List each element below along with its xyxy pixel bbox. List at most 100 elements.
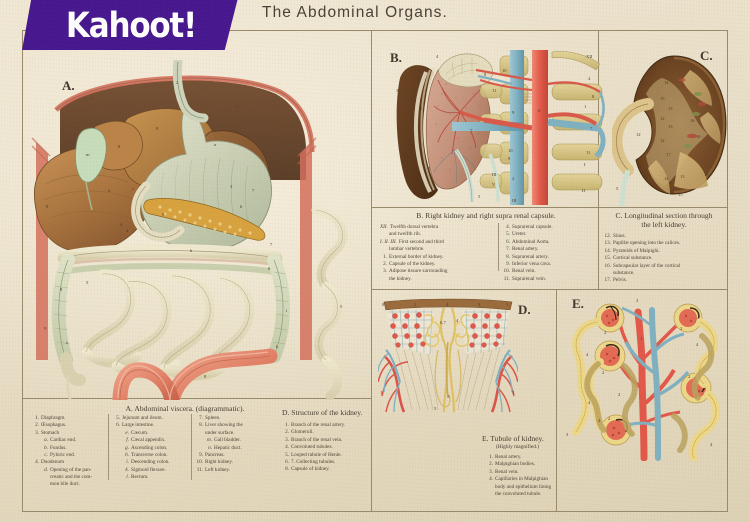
svg-text:6: 6 (538, 108, 541, 113)
legend-item: 5.Looped tubule of Henle. (282, 452, 345, 459)
svg-text:2: 2 (604, 330, 607, 335)
svg-text:II: II (582, 188, 586, 193)
svg-text:7: 7 (590, 126, 593, 131)
legend-item: 12.Sinus. (604, 233, 680, 240)
legend-item: 1.Branch of the renal artery. (282, 422, 345, 429)
svg-text:1: 1 (236, 104, 239, 109)
legend-item-label: Renal artery. (495, 454, 522, 460)
svg-text:17: 17 (666, 152, 671, 157)
svg-text:m: m (86, 152, 90, 157)
legend-item-number: 9. (199, 451, 203, 458)
legend-item: e.Cæcum. (113, 430, 170, 437)
legend-item-label: mon bile duct. (50, 481, 80, 488)
legend-item-number: 8. (199, 422, 203, 429)
legend-item-label: Ascending colon. (131, 444, 168, 451)
legend-item-label: Looped tubule of Henle. (291, 451, 342, 458)
legend-item-label: Suprarenal vein. (512, 275, 546, 282)
legend-item: f.Cæcal appendix. (113, 437, 170, 444)
legend-item-number: c. (44, 451, 48, 458)
legend-item-label: Convoluted tubules. (291, 444, 333, 451)
legend-item: 16.Subcapsular layer of the cortical (604, 262, 681, 270)
svg-text:16: 16 (690, 118, 695, 123)
svg-text:1: 1 (640, 336, 643, 341)
legend-item: 11.Suprarenal vein. (503, 276, 553, 283)
caption-d: D. Structure of the kidney. (282, 408, 363, 417)
svg-text:I: I (584, 162, 586, 167)
legend-item-number: 6. (116, 422, 120, 429)
divider-vertical-bc (598, 31, 599, 289)
legend-item: l.Rectum. (113, 474, 170, 481)
page-title: The Abdominal Organs. (262, 4, 448, 21)
svg-text:16: 16 (696, 134, 701, 139)
svg-text:8: 8 (156, 126, 159, 131)
legend-item: 8.Liver showing the (196, 422, 243, 429)
legend-rule-b (498, 223, 499, 271)
legend-item-label: Transverse colon. (131, 451, 168, 458)
caption-a: A. Abdominal viscera. (diagrammatic). (125, 404, 245, 413)
legend-item-number: 1. (35, 415, 39, 421)
legend-item: 2.Capsule of the kidney. (380, 261, 448, 268)
svg-text:9: 9 (44, 326, 47, 331)
figure-c-kidney-section: 14 15 13 12 13 12 12 16 16 17 14 13 16 1… (612, 55, 727, 207)
legend-item-number: 13. (604, 240, 611, 247)
legend-item: 7.Spleen. (196, 415, 243, 422)
legend-item: under surface. (196, 430, 243, 437)
legend-item-number: 16. (604, 262, 611, 269)
svg-text:2: 2 (176, 80, 179, 85)
legend-item-number: l. (126, 474, 129, 480)
legend-item-label: Sinus. (613, 233, 626, 239)
divider-horizontal-b (372, 207, 598, 208)
caption-e-sub: (Highly magnified.) (496, 444, 540, 450)
legend-item: 6.Large intestine. (113, 422, 170, 429)
svg-text:1: 1 (506, 302, 509, 307)
svg-text:8: 8 (118, 144, 121, 149)
legend-item-label: Liver showing the (205, 422, 243, 429)
legend-item-number: 4. (35, 459, 39, 466)
svg-text:k: k (276, 344, 279, 349)
legend-item: 3.Stomach (32, 430, 92, 437)
svg-text:3: 3 (512, 390, 515, 395)
legend-item: g.Ascending colon. (113, 445, 170, 452)
kahoot-logo[interactable]: Kahoot! (22, 0, 240, 50)
legend-item-number: 11. (196, 466, 203, 473)
divider-vertical-de (556, 290, 557, 512)
legend-item-label: Opening of the pan- (50, 466, 92, 473)
legend-item-label: Cæcum. (131, 429, 149, 436)
svg-text:2: 2 (608, 416, 611, 421)
legend-item-label: Cæcal appendix. (131, 437, 166, 444)
svg-text:13: 13 (668, 106, 673, 111)
section-letter-c: C. (700, 48, 713, 63)
legend-item-label: substance. (613, 269, 635, 276)
legend-item: 10.Right kidney. (196, 459, 243, 466)
legend-item-number: 11. (503, 275, 510, 282)
legend-item-label: Pyloric end. (50, 451, 76, 458)
svg-text:III: III (512, 198, 517, 203)
legend-item-number: 1. (489, 454, 493, 460)
legend-item: creatic and the com- (32, 474, 92, 481)
legend-item: body and epithelium lining (486, 484, 551, 491)
legend-item-label: Capsule of kidney. (291, 466, 330, 473)
svg-text:7: 7 (270, 242, 273, 247)
divider-horizontal-right (372, 289, 728, 290)
divider-horizontal-c (599, 207, 728, 208)
legend-item-number: 1. (383, 253, 387, 260)
legend-item-label: Œsophagus. (41, 422, 67, 429)
svg-text:10: 10 (502, 68, 507, 73)
legend-item: 15.Cortical substance. (604, 255, 680, 262)
svg-text:b: b (240, 204, 243, 209)
legend-item: and twelfth rib. (380, 231, 448, 238)
section-letter-d: D. (518, 302, 531, 317)
legend-item: the convoluted tubule. (486, 491, 551, 498)
legend-item-number: 15. (604, 255, 611, 262)
svg-text:1: 1 (428, 166, 431, 171)
legend-item-label: Pelvis. (613, 277, 627, 284)
svg-text:11: 11 (586, 150, 591, 155)
legend-item: 4.Convoluted tubules. (282, 444, 345, 451)
svg-text:11: 11 (492, 88, 497, 93)
svg-text:2: 2 (512, 176, 515, 181)
legend-item: 4.Capillaries in Malpighian (486, 476, 551, 483)
legend-item-label: lumbar vertebræ. (389, 246, 425, 253)
legend-item-label: Hepatic duct. (214, 444, 242, 451)
legend-item-label: Stomach (41, 429, 60, 436)
figure-e-tubule-of-kidney: 3 2 2 2 2 2 1 4 4 4 3 4 4 2 (566, 298, 720, 461)
